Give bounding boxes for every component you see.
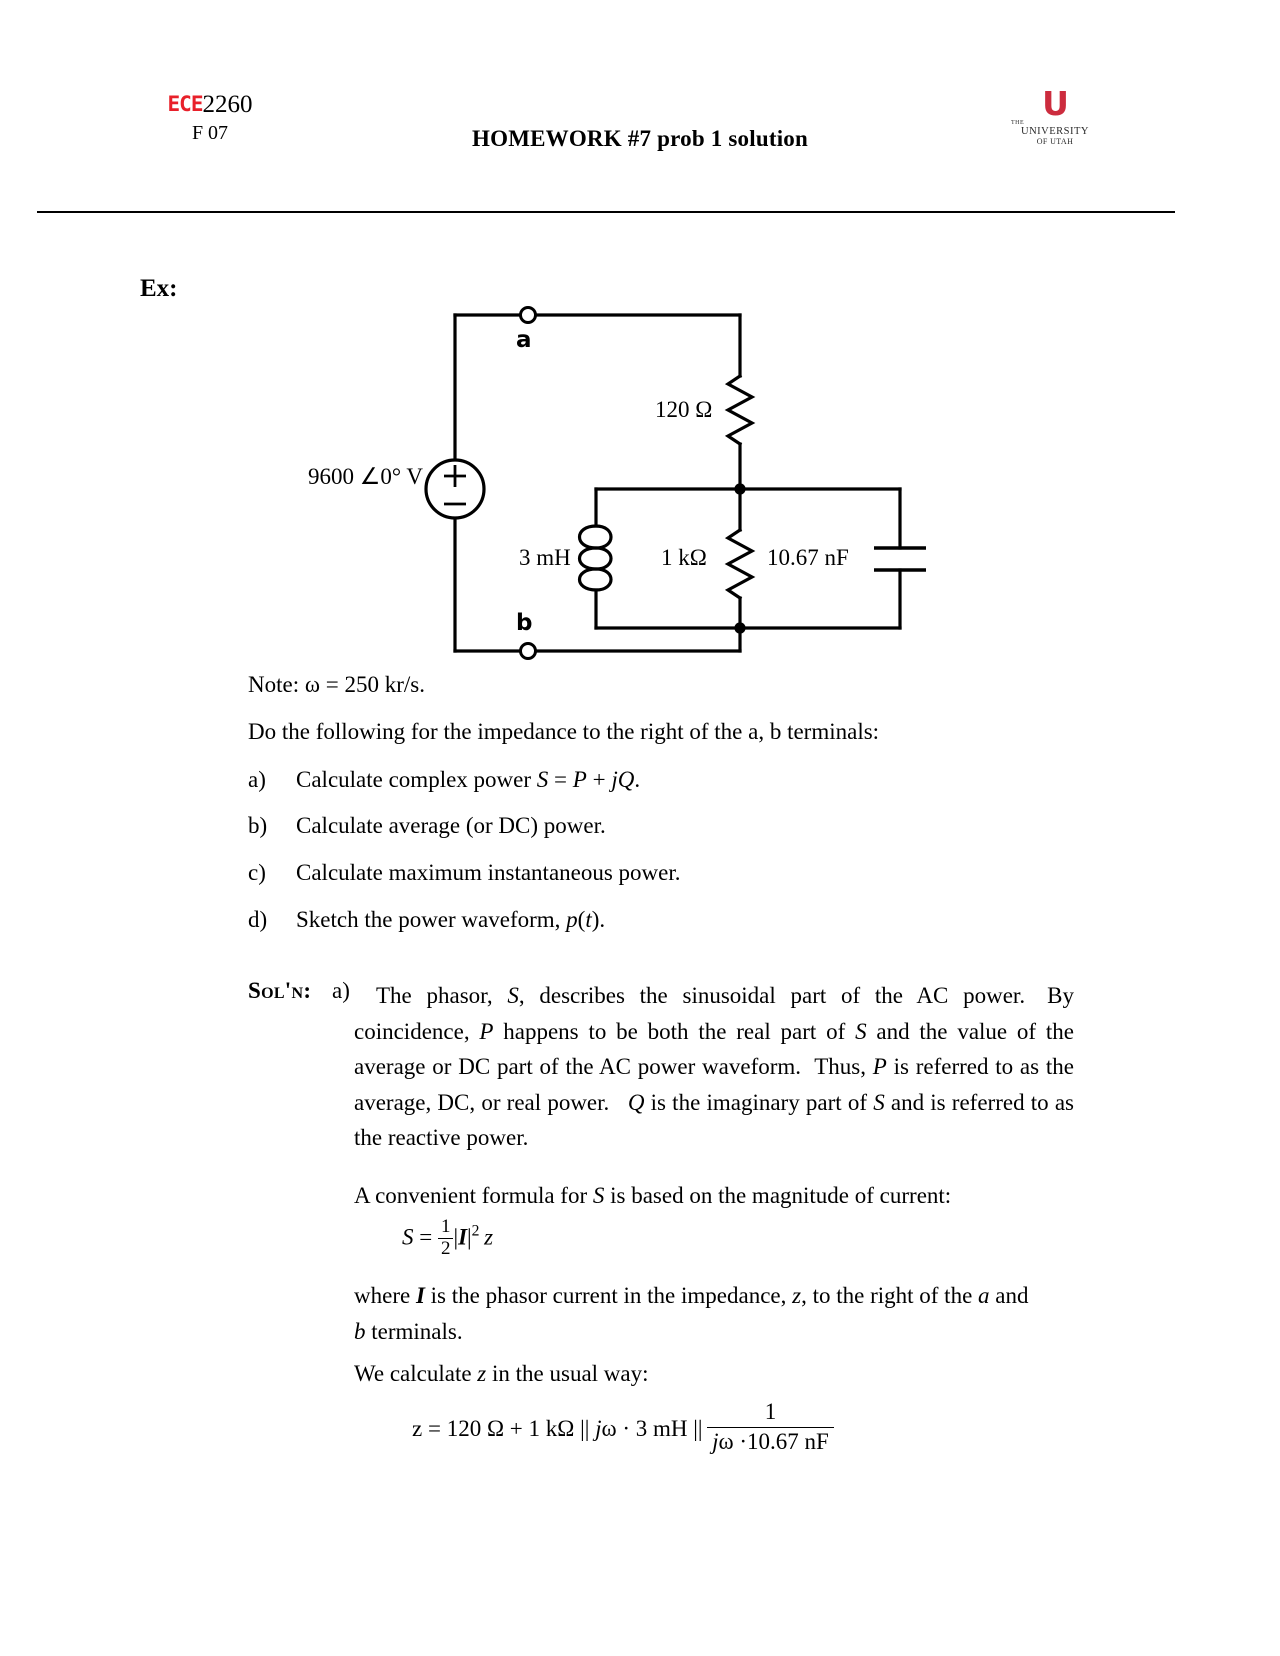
terminal-a-label: a xyxy=(516,327,532,353)
solution-heading: Sol'n: xyxy=(248,978,312,1003)
university-logo: U THE UNIVERSITY OF UTAH xyxy=(995,84,1115,147)
parallel-operator: || xyxy=(580,1416,590,1442)
solution-part-marker: a) xyxy=(332,978,350,1003)
course-number: 2260 xyxy=(202,91,253,118)
resistor-120-symbol xyxy=(724,373,756,447)
resistor-1k-label: 1 kΩ xyxy=(661,545,707,570)
resistor-120-label: 120 Ω xyxy=(655,397,713,422)
item-marker: b) xyxy=(248,813,268,838)
question-prompt: Do the following for the impedance to th… xyxy=(248,719,880,744)
resistor-1k-symbol xyxy=(724,527,756,601)
impedance-r-series: 120 Ω xyxy=(446,1416,505,1442)
impedance-inductor: jω · 3 mH xyxy=(595,1416,688,1442)
logo-utah-text: OF UTAH xyxy=(1036,136,1074,146)
inductor-symbol xyxy=(578,524,613,592)
terminal-b-node xyxy=(519,642,537,660)
junction-dot-top xyxy=(734,483,746,495)
parallel-operator-2: || xyxy=(693,1416,703,1442)
junction-dot-bottom xyxy=(734,622,746,634)
solution-paragraph-4: We calculate z in the usual way: xyxy=(354,1361,649,1386)
item-text: Calculate maximum instantaneous power. xyxy=(296,860,681,885)
impedance-r-parallel: 1 kΩ xyxy=(528,1416,575,1442)
item-marker: c) xyxy=(248,860,266,885)
list-item: c) Calculate maximum instantaneous power. xyxy=(248,860,681,886)
item-marker: a) xyxy=(248,767,266,792)
circuit-diagram: a b 9600 ∠0° V 120 Ω 3 mH 1 kΩ 10.67 nF xyxy=(240,290,960,680)
terminal-b-label: b xyxy=(516,610,533,636)
solution-paragraph-2: A convenient formula for S is based on t… xyxy=(354,1183,952,1208)
course-identifier: ECE2260 F 07 xyxy=(140,92,280,143)
logo-university-text: UNIVERSITY xyxy=(1021,126,1089,138)
fraction-numerator: 1 xyxy=(440,1216,451,1237)
page-title: HOMEWORK #7 prob 1 solution xyxy=(472,126,808,151)
example-label: Ex: xyxy=(140,275,178,302)
course-term: F 07 xyxy=(191,122,229,144)
item-text: Calculate complex power S = P + jQ. xyxy=(296,767,641,792)
solution-paragraph-3: where I is the phasor current in the imp… xyxy=(354,1283,1029,1344)
course-line: ECE2260 xyxy=(140,92,280,117)
list-item: b) Calculate average (or DC) power. xyxy=(248,813,606,839)
current-magnitude: |I| xyxy=(453,1224,472,1250)
inductor-label: 3 mH xyxy=(519,545,571,570)
source-value-label: 9600 ∠0° V xyxy=(308,464,424,489)
circuit-svg xyxy=(424,306,926,660)
terminal-a-node xyxy=(519,306,537,324)
list-item: a) Calculate complex power S = P + jQ. xyxy=(248,767,640,793)
page-header: ECE2260 F 07 HOMEWORK #7 prob 1 solution… xyxy=(0,0,1280,215)
fraction-denominator: 2 xyxy=(437,1237,454,1260)
item-text: Calculate average (or DC) power. xyxy=(296,813,606,838)
list-item: d) Sketch the power waveform, p(t). xyxy=(248,907,605,933)
voltage-source-symbol xyxy=(424,458,486,520)
capacitor-symbol xyxy=(874,546,926,572)
exponent-two: 2 xyxy=(471,1222,480,1240)
note-text: Note: ω = 250 kr/s. xyxy=(248,672,425,697)
capacitor-label: 10.67 nF xyxy=(767,545,849,570)
equation-complex-power: S = 1 2 |I|2 z xyxy=(402,1216,494,1260)
logo-the-text: THE xyxy=(1011,120,1025,127)
impedance-lhs: z = xyxy=(412,1416,441,1442)
note-line: Note: ω = 250 kr/s. xyxy=(248,672,425,698)
item-marker: d) xyxy=(248,907,268,932)
impedance-plus: + xyxy=(509,1416,523,1442)
item-text: Sketch the power waveform, p(t). xyxy=(296,907,606,932)
u-glyph-icon: U xyxy=(1042,84,1069,123)
one-half-fraction: 1 2 xyxy=(437,1216,454,1260)
fraction-denominator: jω ·10.67 nF xyxy=(707,1426,834,1457)
ece-logo: ECE xyxy=(167,92,204,116)
fraction-numerator: 1 xyxy=(764,1399,777,1424)
header-divider xyxy=(37,211,1175,213)
solution-paragraph-1: The phasor, S, describes the sinusoidal … xyxy=(354,983,1075,1150)
